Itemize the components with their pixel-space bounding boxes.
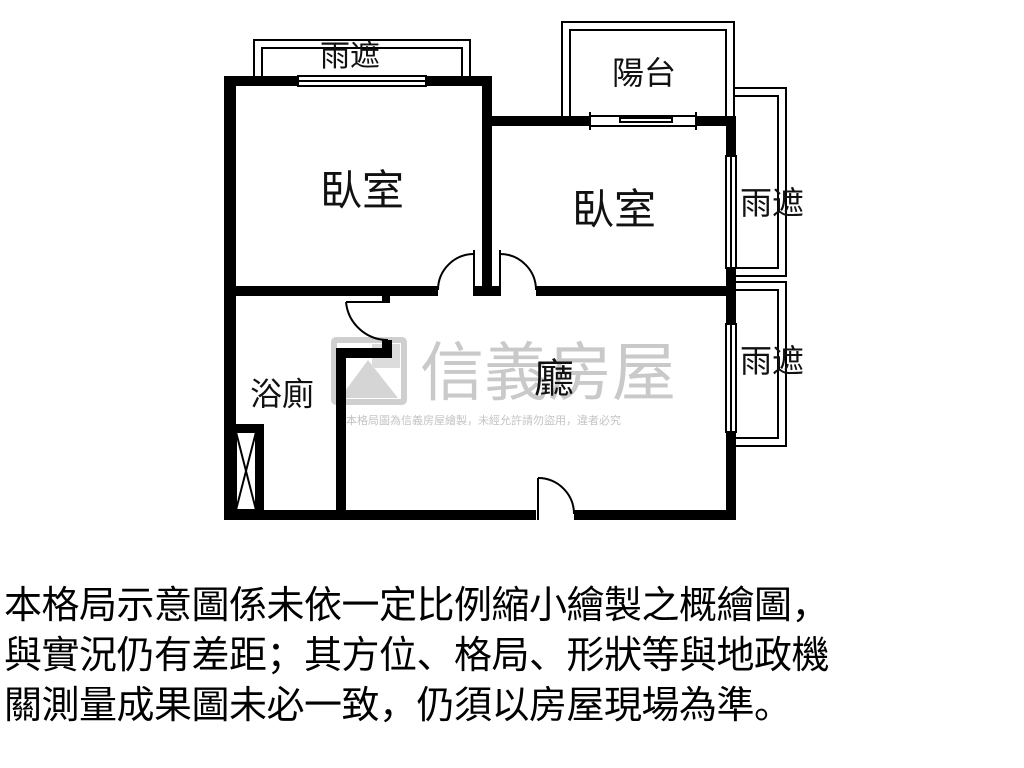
watermark-notice: 本格局圖為信義房屋繪製，未經允許請勿盜用，違者必究	[346, 413, 621, 427]
room-bathroom-label: 浴廁	[250, 375, 314, 413]
awning-top-outline	[253, 39, 471, 76]
room-awning-top-label: 雨遮	[320, 39, 380, 74]
windows	[297, 75, 737, 433]
room-bedroom-2-label: 臥室	[572, 185, 656, 234]
doors	[345, 250, 575, 520]
door-bedroom-1	[437, 250, 475, 296]
disclaimer-line: 與實況仍有差距；其方位、格局、形狀等與地政機	[4, 633, 830, 677]
floor-plan: 信義房屋 本格局圖為信義房屋繪製，未經允許請勿盜用，違者必究	[224, 21, 804, 520]
disclaimer-line: 本格局示意圖係未依一定比例縮小繪製之概繪圖，	[4, 583, 830, 627]
door-bathroom	[345, 301, 390, 342]
balcony-outline	[561, 21, 735, 118]
shaft-cross	[235, 431, 257, 511]
room-bedroom-1-label: 臥室	[320, 166, 404, 215]
disclaimer-line: 關測量成果圖未必一致，仍須以房屋現場為準。	[4, 683, 792, 727]
balcony-sliding-door	[589, 112, 697, 130]
room-awning-right-lower-label: 雨遮	[740, 342, 804, 380]
watermark-brand: 信義房屋	[420, 337, 676, 411]
disclaimer-text: 本格局示意圖係未依一定比例縮小繪製之概繪圖， 與實況仍有差距；其方位、格局、形狀…	[4, 580, 1020, 730]
door-entrance	[537, 477, 575, 520]
room-awning-right-upper-label: 雨遮	[740, 184, 804, 222]
awning-right-upper-outline	[734, 87, 787, 277]
brand-logo-icon	[331, 337, 407, 405]
walls	[224, 76, 736, 520]
door-bedroom-2	[499, 250, 537, 296]
room-balcony-label: 陽台	[612, 54, 676, 92]
watermark: 信義房屋 本格局圖為信義房屋繪製，未經允許請勿盜用，違者必究	[331, 337, 676, 427]
awning-right-lower-outline	[734, 281, 787, 447]
room-living-label: 廳	[534, 356, 574, 402]
